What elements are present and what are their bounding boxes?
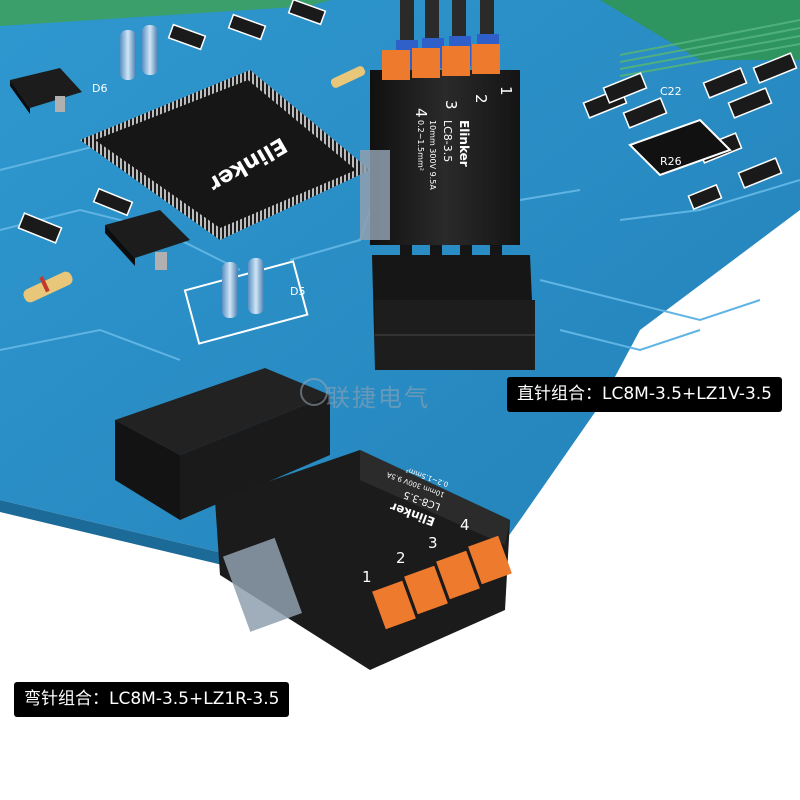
capacitor-d6 <box>120 25 158 80</box>
caption-bent-pin: 弯针组合：LC8M-3.5+LZ1R-3.5 <box>14 682 290 717</box>
top-wire: 0.2~1.5mm² <box>416 120 425 171</box>
svg-text:R26: R26 <box>660 155 682 168</box>
bent-connector-assembly: 1 2 3 4 Elinker LC8-3.5 10mm 300V 9.5A 0… <box>115 368 512 670</box>
capacitor-d5 <box>183 258 309 345</box>
top-number-4: 4 <box>412 108 430 118</box>
qfp-chip: Elinker <box>80 70 370 240</box>
ic-chip-small <box>628 118 732 177</box>
svg-text:C22: C22 <box>660 85 682 98</box>
bottom-number-2: 2 <box>396 549 406 567</box>
watermark-text: 联捷电气 <box>326 384 430 412</box>
caption-straight-pin: 直针组合：LC8M-3.5+LZ1V-3.5 <box>507 377 782 412</box>
resistor-left <box>23 271 73 303</box>
watermark-logo-icon <box>300 378 328 406</box>
top-brand: Elinker <box>457 120 471 167</box>
top-model: LC8-3.5 <box>441 120 454 162</box>
green-traces <box>619 19 800 77</box>
smd-components <box>17 0 798 244</box>
bottom-number-1: 1 <box>362 568 372 586</box>
sot-package-top <box>10 68 82 114</box>
top-number-1: 1 <box>497 86 515 96</box>
top-spec: 10mm 300V 9.5A <box>428 120 437 190</box>
bottom-number-3: 3 <box>428 534 438 552</box>
straight-connector-assembly: 4 3 2 1 Elinker LC8-3.5 10mm 300V 9.5A 0… <box>360 0 535 370</box>
top-number-3: 3 <box>442 100 460 110</box>
top-number-2: 2 <box>472 94 490 104</box>
sot-package-mid <box>105 210 190 270</box>
resistor-top <box>330 66 366 88</box>
bottom-number-4: 4 <box>460 516 470 534</box>
green-strip <box>0 0 330 26</box>
svg-text:D6: D6 <box>92 82 107 95</box>
svg-text:D5: D5 <box>290 285 305 298</box>
